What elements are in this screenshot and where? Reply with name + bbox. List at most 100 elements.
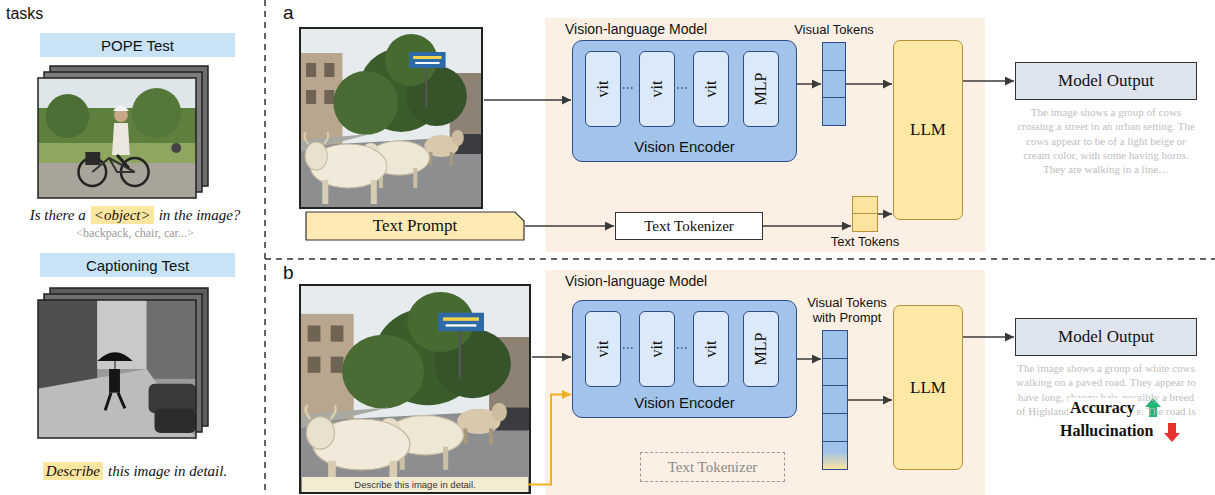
box-label: Describe this image in detail. xyxy=(354,479,475,490)
prompt-band: Describe this image in detail. xyxy=(302,477,528,492)
illustration-part xyxy=(300,285,530,493)
arrow-connector xyxy=(846,83,892,85)
panel-divider xyxy=(265,258,1215,260)
cow-photo xyxy=(300,285,530,493)
box-label: Text Tokens xyxy=(831,235,899,250)
arrow-connector xyxy=(878,213,892,215)
image-arrow xyxy=(484,99,571,101)
instruction-text: this image in detail. xyxy=(108,462,227,480)
token-cell xyxy=(822,358,848,387)
token-cell xyxy=(852,196,878,215)
box-label: Vision-language Model xyxy=(565,273,985,289)
arrow-connector xyxy=(848,399,892,401)
text-line: Is there a <object> in the image? xyxy=(10,206,260,224)
output-box: Model Output xyxy=(1015,318,1197,356)
panel-letter: a xyxy=(283,2,294,25)
box-label: Captioning Test xyxy=(86,257,189,274)
llm-box: LLM xyxy=(893,40,963,220)
token-cell xyxy=(822,70,846,99)
vit-block: vit xyxy=(585,51,621,127)
token-cell xyxy=(822,413,848,442)
arrow-connector xyxy=(797,83,821,85)
input-image-a xyxy=(300,28,482,208)
box-label: POPE Test xyxy=(101,37,174,54)
arrow-connector xyxy=(963,80,1014,82)
question-text: in the image? xyxy=(159,206,241,224)
vit-block: vit xyxy=(585,311,621,387)
arrow-connector xyxy=(763,225,851,227)
illustration-part xyxy=(38,78,196,198)
box-label: vit xyxy=(595,341,611,358)
illustration-part xyxy=(300,28,482,208)
vit-block: vit xyxy=(693,51,729,127)
token-cell xyxy=(822,97,846,126)
mlp-block: MLP xyxy=(743,311,779,387)
box-label: MLP xyxy=(753,73,769,106)
token-column: Visual Tokens xyxy=(822,42,846,126)
panel-letter: b xyxy=(283,262,294,285)
box-label: Text Tokenizer xyxy=(668,459,758,476)
token-cell xyxy=(822,42,846,71)
object-list: <backpack, chair, car...> xyxy=(10,226,260,240)
pope-image-stack xyxy=(38,66,208,198)
tokenizer-box: Text Tokenizer xyxy=(615,212,763,240)
pope-photo xyxy=(38,78,196,198)
box-label: vit xyxy=(703,341,719,358)
model-panel: vitvitvitMLPVision EncoderVisual TokensT… xyxy=(545,18,985,252)
token-cell xyxy=(852,213,878,232)
metric-label: Accuracy xyxy=(1068,398,1137,417)
box-label: Model Output xyxy=(1058,71,1154,91)
image-arrow xyxy=(532,356,571,358)
token-cell xyxy=(822,385,848,414)
arrow-connector xyxy=(963,336,1014,338)
caption-image-stack xyxy=(38,288,208,438)
box-label: Text Prompt xyxy=(373,216,457,236)
caption-photo xyxy=(38,300,196,438)
model-panel: vitvitvitMLPVision EncoderVisual Tokens … xyxy=(545,270,985,495)
text-line: Describethis image in detail. xyxy=(10,462,260,480)
illustration-part xyxy=(44,294,202,432)
highlighted-word: <object> xyxy=(91,206,154,224)
box-label: Vision Encoder xyxy=(634,138,735,155)
arrow-connector xyxy=(525,225,614,227)
task-banner: Captioning Test xyxy=(40,253,235,277)
llm-box: LLM xyxy=(893,305,963,470)
cow-photo xyxy=(300,28,482,208)
box-label: Text Tokenizer xyxy=(644,218,734,235)
tokenizer-box: Text Tokenizer xyxy=(640,452,785,482)
arrow-connector xyxy=(797,358,821,360)
box-label: Vision Encoder xyxy=(634,394,735,411)
down-arrow xyxy=(1164,423,1180,442)
mlp-block: MLP xyxy=(743,51,779,127)
question-text: Is there a xyxy=(30,206,86,224)
ellipsis-dots xyxy=(623,87,635,89)
arrow-connector xyxy=(528,394,571,484)
box-label: Visual Tokens xyxy=(794,23,874,38)
box-label: Model Output xyxy=(1058,327,1154,347)
ellipsis-dots xyxy=(677,347,689,349)
output-box: Model Output xyxy=(1015,62,1197,100)
vit-block: vit xyxy=(693,311,729,387)
prompt-outline xyxy=(306,212,524,240)
input-image-b xyxy=(300,285,530,493)
task-banner: POPE Test xyxy=(40,33,235,57)
box-label: Vision-language Model xyxy=(565,21,985,37)
token-cell xyxy=(822,330,848,359)
box-label: vit xyxy=(595,81,611,98)
box-label: LLM xyxy=(910,120,946,140)
box-label: vit xyxy=(703,81,719,98)
box-label: LLM xyxy=(910,378,946,398)
vision-encoder: vitvitvitMLPVision Encoder xyxy=(572,300,797,418)
ellipsis-dots xyxy=(677,87,689,89)
prompt-box: Text Prompt xyxy=(305,211,525,241)
metric-label: Hallucination xyxy=(1058,421,1155,440)
illustration-part xyxy=(44,72,202,192)
section-title: tasks xyxy=(6,4,43,23)
box-label: MLP xyxy=(753,333,769,366)
ellipsis-dots xyxy=(623,347,635,349)
illustration-part xyxy=(38,300,196,438)
vision-encoder: vitvitvitMLPVision Encoder xyxy=(572,40,797,162)
